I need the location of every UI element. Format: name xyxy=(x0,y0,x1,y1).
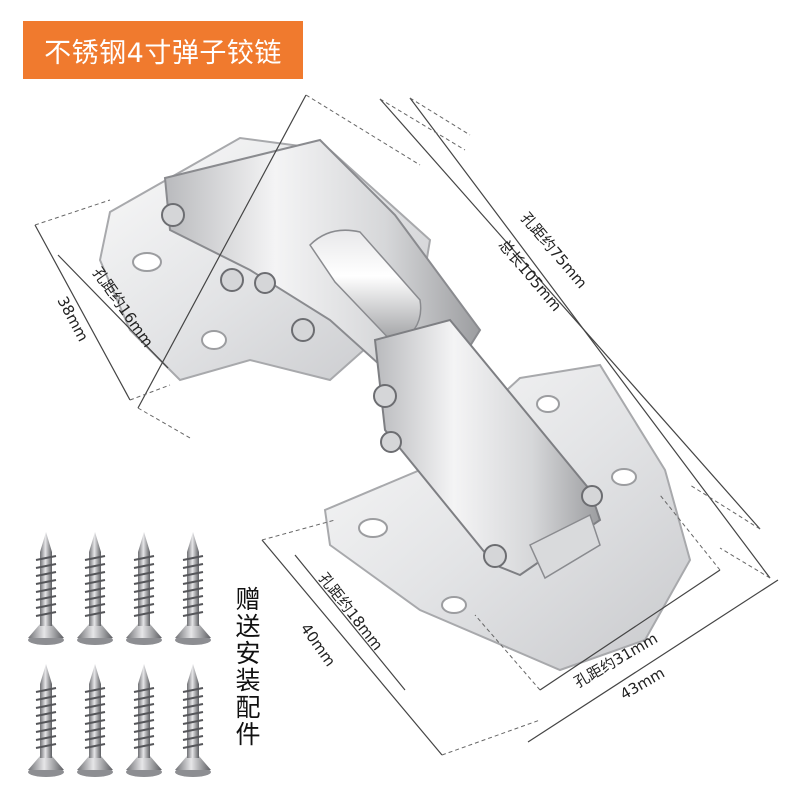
lower-plate-hole xyxy=(536,395,560,413)
screw xyxy=(76,531,114,646)
screw xyxy=(174,531,212,646)
dim-label-width-43: 43mm xyxy=(617,664,668,704)
screw xyxy=(125,531,163,646)
screw xyxy=(27,531,65,646)
dim-label-width-40: 40mm xyxy=(297,620,339,670)
arm-slot xyxy=(529,513,601,580)
upper-plate-hole xyxy=(132,252,162,272)
lower-plate-hole xyxy=(441,596,467,614)
gift-accessories-label: 赠送安装配件 xyxy=(232,586,261,748)
lower-plate-hole xyxy=(358,518,388,538)
screw xyxy=(76,663,114,778)
title-badge-background xyxy=(23,21,303,79)
screw-set xyxy=(27,531,212,778)
product-title: 不锈钢4寸弹子铰链 xyxy=(44,37,282,69)
upper-plate-hole xyxy=(201,330,227,350)
screw xyxy=(27,663,65,778)
lower-plate-hole xyxy=(611,468,637,486)
screw xyxy=(174,663,212,778)
extension-lines xyxy=(34,94,771,756)
screw xyxy=(125,663,163,778)
hinge-rivets xyxy=(161,203,603,568)
